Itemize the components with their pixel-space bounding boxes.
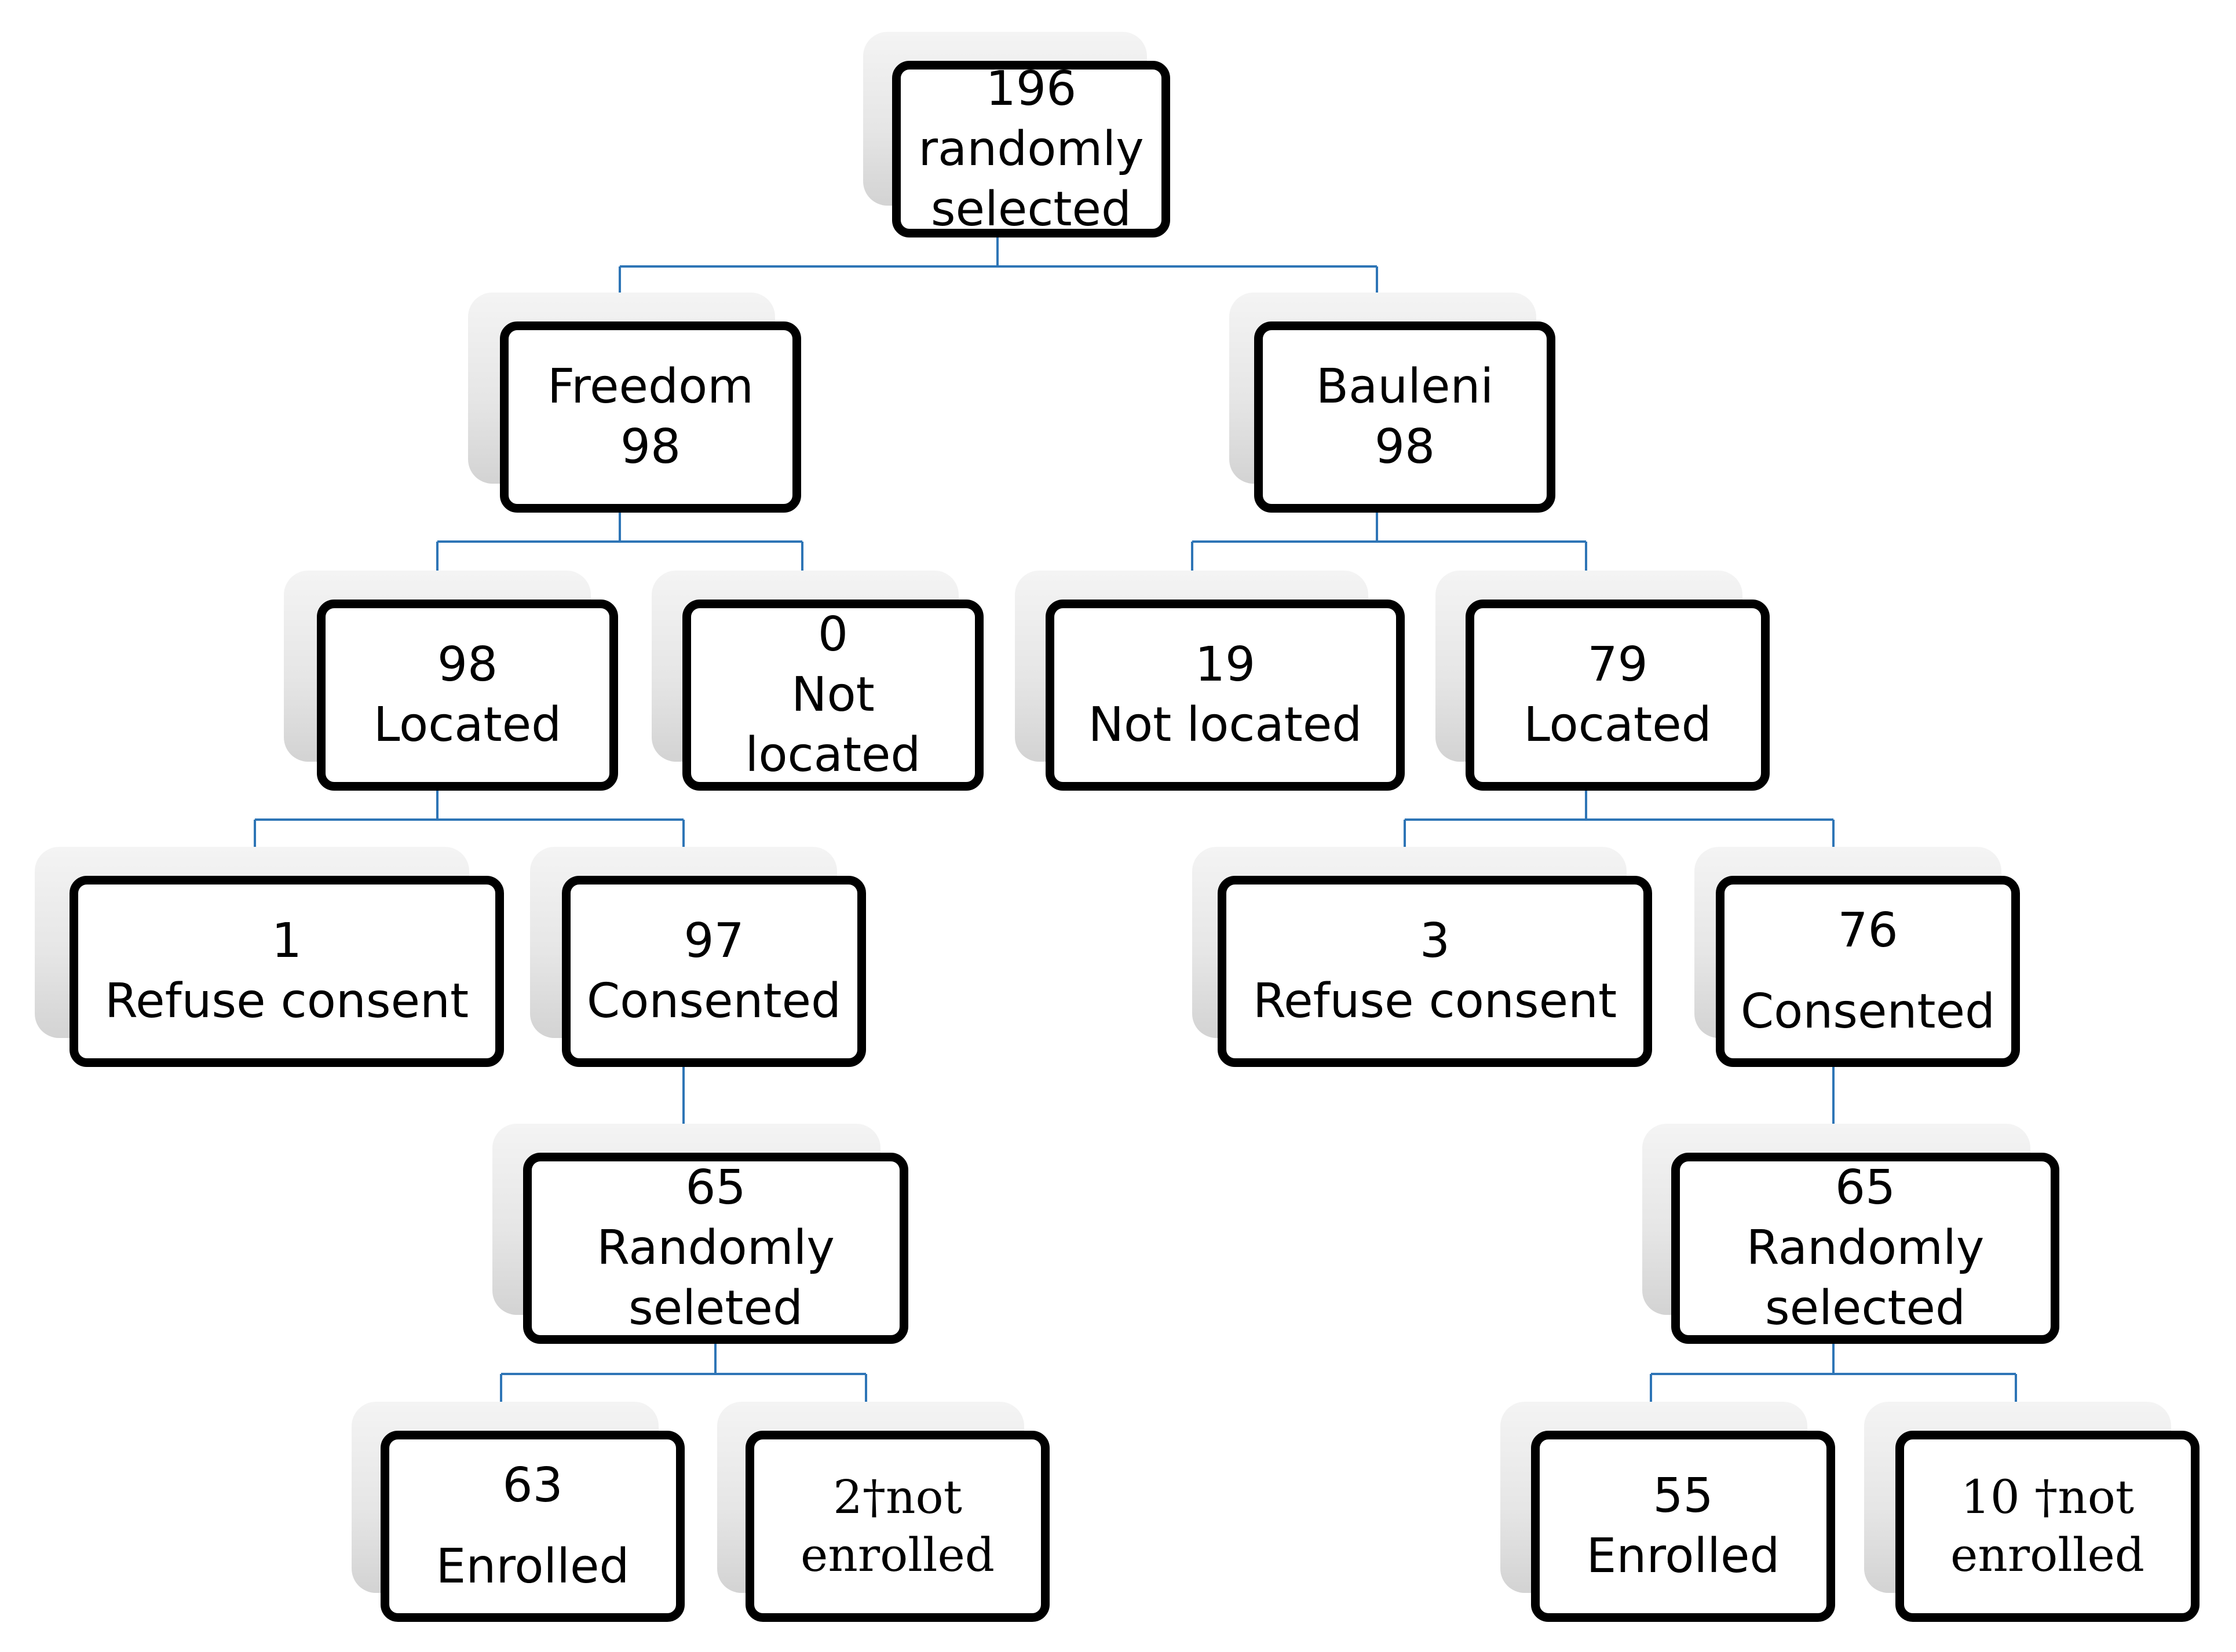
node-line: 2†not — [833, 1470, 962, 1524]
node-line: 1 — [271, 913, 302, 968]
node-line: Consented — [586, 974, 842, 1029]
node-freedom-enrolled: 63 Enrolled — [381, 1431, 685, 1622]
node-randomly-selected-total: 196 randomly selected — [892, 61, 1170, 237]
node-line: 97 — [684, 913, 744, 968]
node-line: Not located — [1088, 697, 1362, 752]
node-line: 0 — [817, 607, 849, 662]
node-line: selected — [930, 181, 1132, 237]
node-freedom-not-located: 0 Not located — [682, 600, 984, 791]
node-line: located — [745, 728, 921, 783]
node-line: Bauleni — [1316, 359, 1494, 414]
node-line: Randomly — [1746, 1220, 1985, 1275]
node-freedom-not-enrolled: 2†not enrolled — [746, 1431, 1050, 1622]
node-line: 98 — [1374, 419, 1435, 474]
node-line: 19 — [1194, 637, 1256, 692]
node-freedom-consented: 97 Consented — [562, 876, 866, 1067]
node-bauleni-refuse-consent: 3 Refuse consent — [1218, 876, 1652, 1067]
node-line: Randomly — [597, 1220, 835, 1275]
node-line: Enrolled — [436, 1539, 630, 1594]
node-line: enrolled — [1950, 1528, 2144, 1582]
node-freedom-located: 98 Located — [317, 600, 618, 791]
node-line: 98 — [620, 419, 681, 474]
node-freedom-randomly-selected: 65 Randomly seleted — [523, 1153, 908, 1344]
node-line: Enrolled — [1586, 1529, 1780, 1584]
node-line: 196 — [985, 61, 1077, 116]
node-freedom: Freedom 98 — [500, 321, 801, 513]
node-line: 98 — [437, 637, 498, 692]
node-bauleni-located: 79 Located — [1466, 600, 1770, 791]
node-line: 76 — [1837, 903, 1898, 958]
node-freedom-refuse-consent: 1 Refuse consent — [70, 876, 504, 1067]
node-line: 79 — [1587, 637, 1648, 692]
node-line: 65 — [685, 1160, 746, 1215]
node-line: Refuse consent — [1252, 974, 1617, 1029]
node-line: randomly — [918, 121, 1144, 177]
node-line: selected — [1764, 1281, 1966, 1336]
node-bauleni-randomly-selected: 65 Randomly selected — [1671, 1153, 2059, 1344]
node-bauleni: Bauleni 98 — [1254, 321, 1555, 513]
node-line: Located — [373, 697, 562, 752]
node-line: 55 — [1653, 1468, 1713, 1523]
node-line: Freedom — [547, 359, 754, 414]
node-bauleni-enrolled: 55 Enrolled — [1531, 1431, 1835, 1622]
node-bauleni-consented: 76 Consented — [1716, 876, 2020, 1067]
node-line: 63 — [502, 1458, 563, 1513]
node-line: 3 — [1419, 913, 1451, 968]
node-line: Located — [1523, 697, 1712, 752]
node-line: Consented — [1740, 984, 1996, 1039]
node-line: 65 — [1835, 1160, 1896, 1215]
node-line: Not — [791, 667, 875, 722]
node-line: enrolled — [801, 1528, 995, 1582]
node-line: Refuse consent — [104, 974, 469, 1029]
node-line: 10 †not — [1960, 1470, 2135, 1524]
node-bauleni-not-enrolled: 10 †not enrolled — [1895, 1431, 2200, 1622]
node-line: seleted — [628, 1281, 803, 1336]
node-bauleni-not-located: 19 Not located — [1046, 600, 1405, 791]
